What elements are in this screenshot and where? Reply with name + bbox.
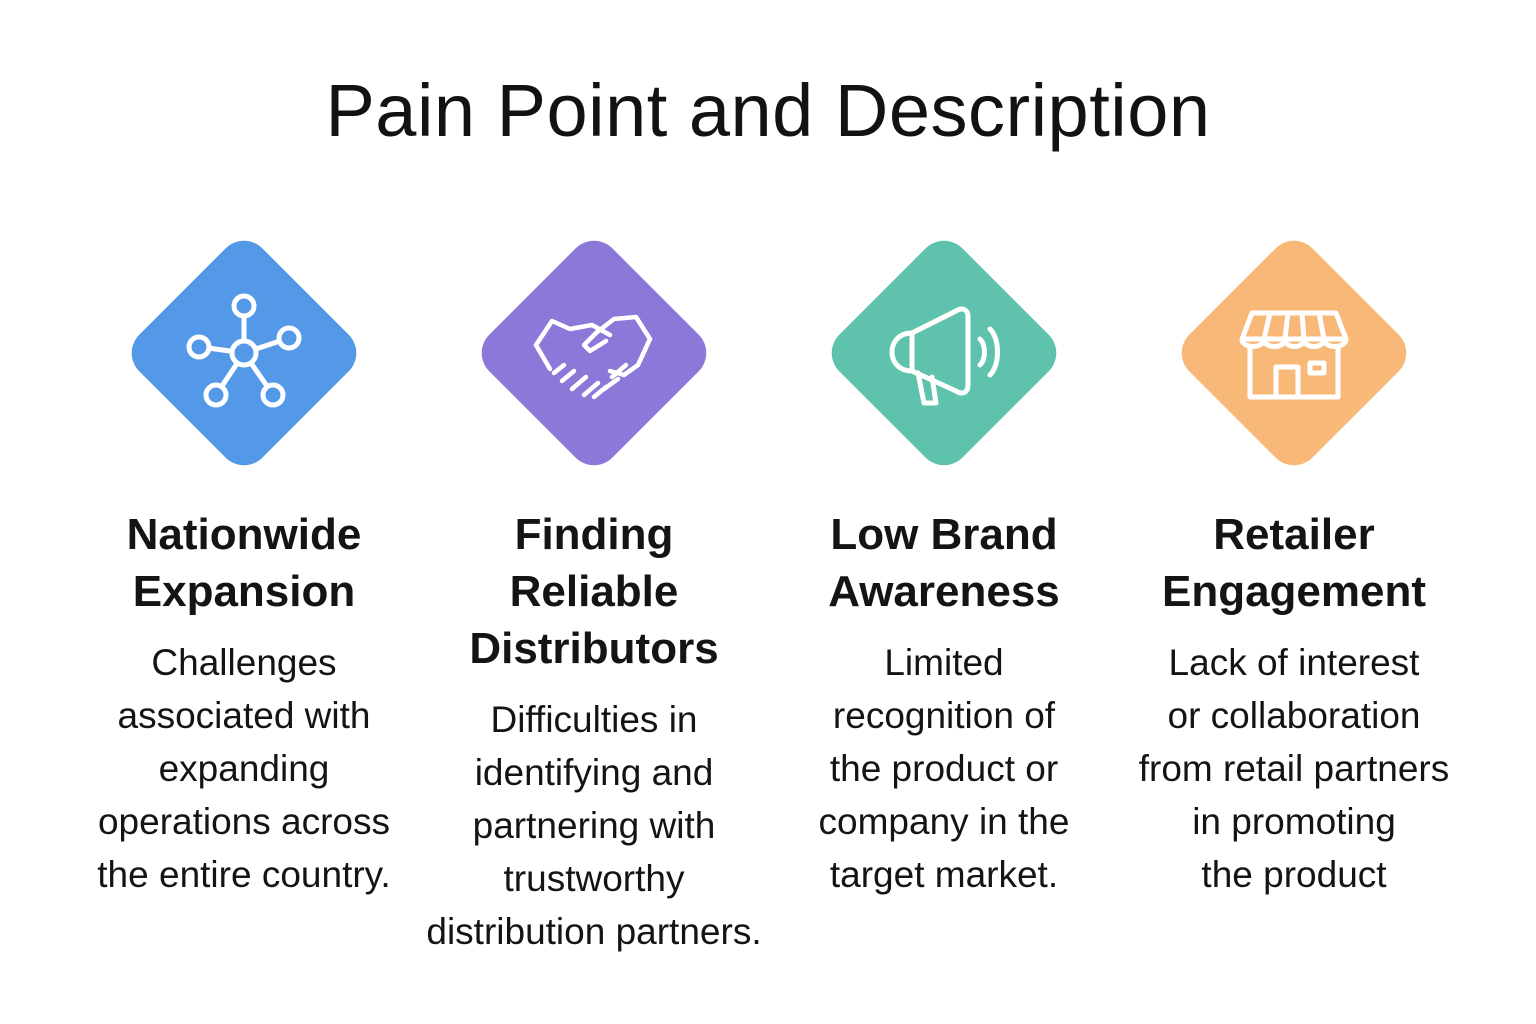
icon-tile xyxy=(119,228,369,478)
icon-tile xyxy=(1169,228,1419,478)
icon-tile xyxy=(819,228,1069,478)
icon-tile xyxy=(469,228,719,478)
card-description: Limited recognition of the product or co… xyxy=(818,642,1070,895)
card-description: Lack of interest or collaboration from r… xyxy=(1138,642,1450,895)
megaphone-icon xyxy=(889,306,1000,406)
pain-point-card-low-brand-awareness: Low Brand Awareness Limited recognition … xyxy=(754,228,1134,901)
card-heading: Finding Reliable Distributors xyxy=(469,510,719,673)
handshake-icon xyxy=(533,314,653,400)
pain-point-card-finding-reliable-distributors: Finding Reliable Distributors Difficulti… xyxy=(404,228,784,958)
pain-point-card-nationwide-expansion: Nationwide Expansion Challenges associat… xyxy=(54,228,434,901)
pain-point-card-retailer-engagement: Retailer Engagement Lack of interest or … xyxy=(1104,228,1484,901)
card-heading: Nationwide Expansion xyxy=(126,510,362,616)
page-title: Pain Point and Description xyxy=(325,69,1211,152)
card-description: Difficulties in identifying and partneri… xyxy=(426,699,762,952)
network-hub-icon xyxy=(186,293,302,408)
card-heading: Low Brand Awareness xyxy=(828,510,1060,616)
card-description: Challenges associated with expanding ope… xyxy=(97,642,391,895)
card-heading: Retailer Engagement xyxy=(1161,510,1427,616)
storefront-icon xyxy=(1239,310,1349,400)
